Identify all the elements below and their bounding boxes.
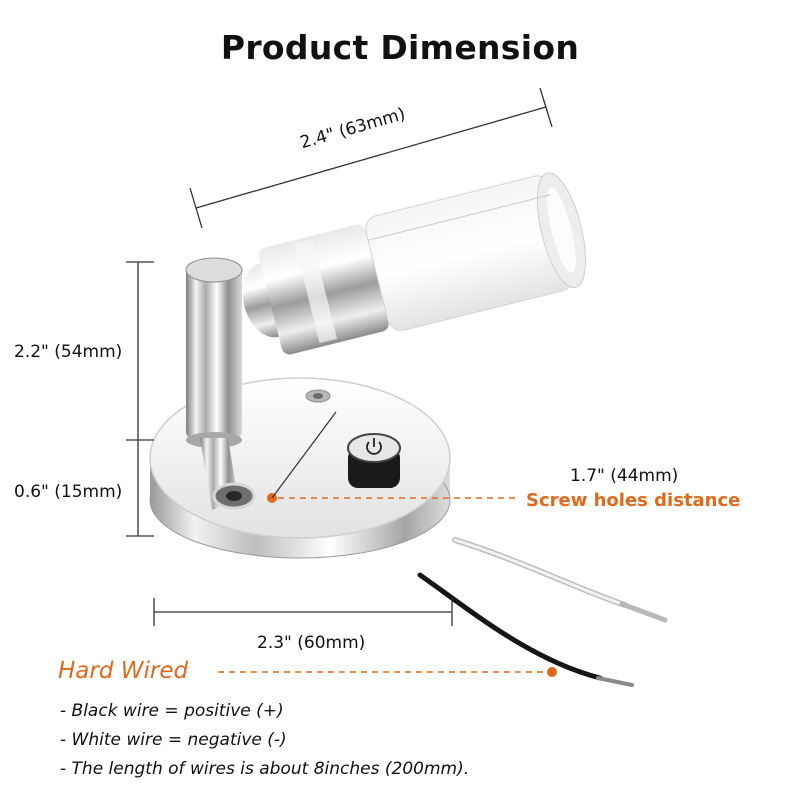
dim-line-length [189, 87, 553, 229]
note-black-wire: - Black wire = positive (+) [60, 701, 284, 721]
dim-line-screw [271, 411, 337, 499]
dim-line-base [153, 598, 453, 626]
label-base-height: 0.6" (15mm) [14, 482, 123, 502]
label-screw-distance: 1.7" (44mm) [570, 466, 679, 486]
vertical-arm [185, 257, 256, 510]
label-arm-height: 2.2" (54mm) [14, 342, 123, 362]
note-white-wire: - White wire = negative (-) [60, 730, 287, 750]
white-wire [452, 537, 668, 623]
note-wire-length: - The length of wires is about 8inches (… [60, 759, 470, 779]
lamp-head [242, 172, 587, 355]
hard-wired-heading: Hard Wired [58, 658, 189, 684]
dim-line-height [126, 261, 154, 537]
label-screw-holes: Screw holes distance [526, 490, 741, 511]
touch-switch [347, 433, 401, 488]
black-wire [417, 572, 634, 687]
wire-notes: - Black wire = positive (+) - White wire… [60, 697, 469, 784]
label-base-diameter: 2.3" (60mm) [257, 633, 366, 653]
wire-marker [547, 667, 557, 677]
page-title: Product Dimension [220, 28, 580, 67]
